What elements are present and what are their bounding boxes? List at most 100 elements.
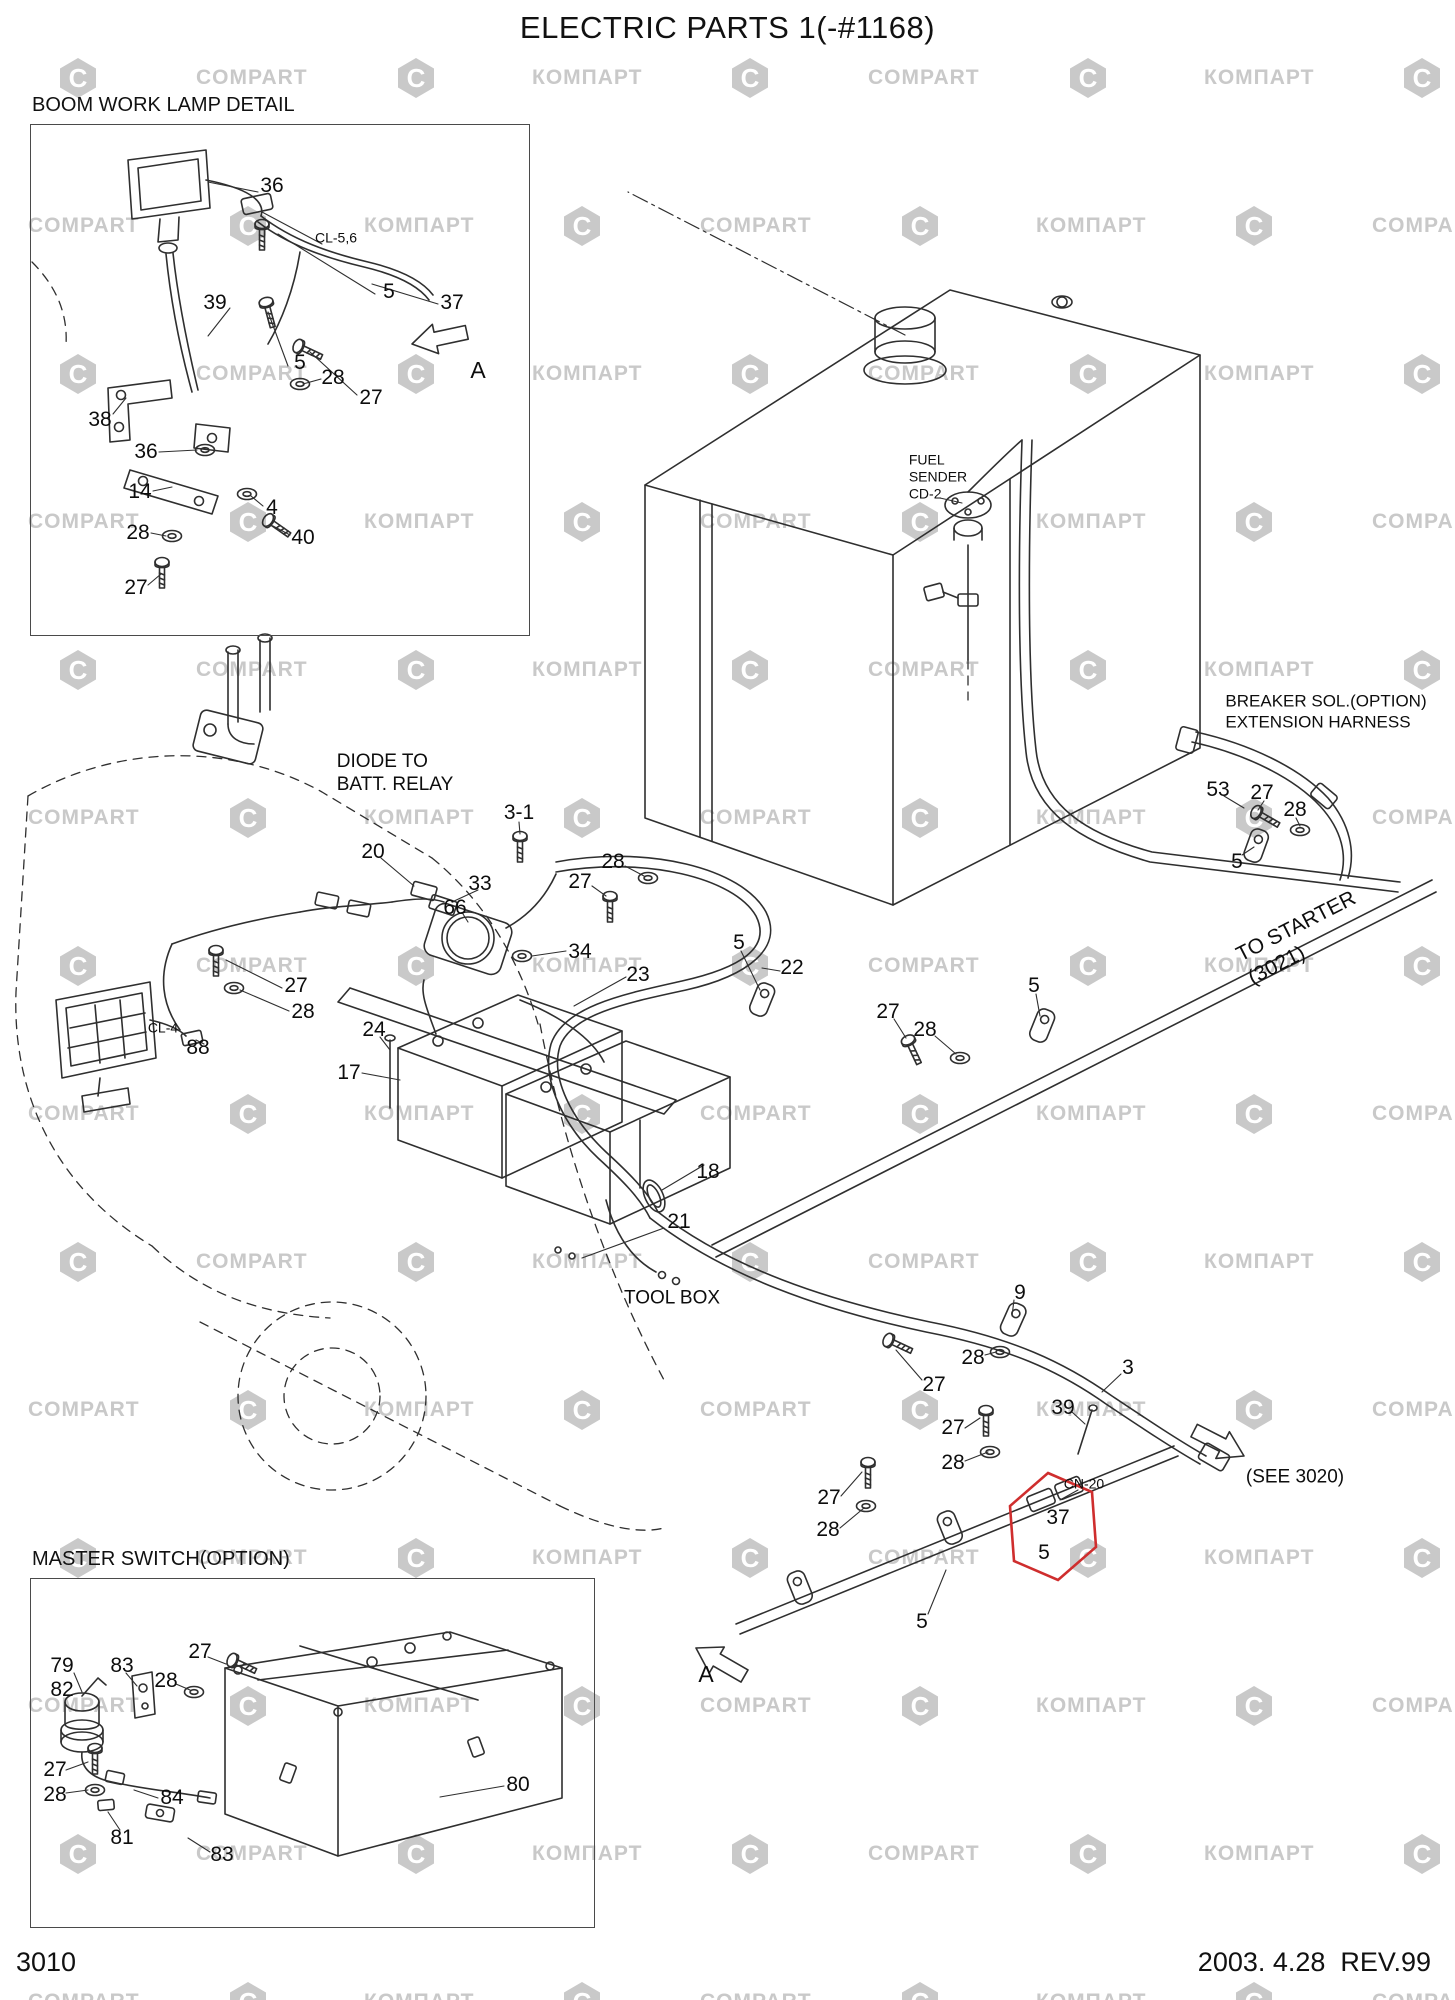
svg-text:C: C [406, 1839, 425, 1869]
watermark-word: КОМПАРТ [364, 1990, 474, 2000]
compart-hexagon-logo: C [60, 1538, 97, 1578]
watermark-word: КОМПАРТ [1204, 658, 1315, 681]
watermark-word: КОМПАРТ [364, 806, 475, 829]
compart-hexagon-logo: C [397, 1242, 434, 1282]
watermark: КОМПАРТ C [364, 796, 602, 840]
svg-text:C: C [573, 507, 592, 537]
compart-hexagon-logo: C [60, 1834, 97, 1874]
compart-hexagon-logo: C [564, 1094, 601, 1134]
watermark-word: КОМПАРТ [532, 1546, 643, 1569]
svg-text:C: C [741, 1839, 760, 1869]
watermark: КОМПАРТ C [532, 1832, 770, 1876]
leader-lines [65, 181, 1301, 1853]
watermark: COMPART C [196, 648, 436, 692]
svg-text:C: C [69, 63, 88, 93]
svg-text:C: C [238, 1395, 257, 1425]
compart-hexagon-logo: C [564, 1982, 601, 2000]
watermark-word: КОМПАРТ [364, 1398, 475, 1421]
svg-text:C: C [238, 1691, 257, 1721]
compart-hexagon-logo: C [1236, 502, 1273, 542]
watermark: COMPART C [868, 944, 1108, 988]
compart-hexagon-logo: C [564, 798, 601, 838]
svg-text:C: C [1245, 1987, 1264, 2000]
svg-text:C: C [741, 951, 760, 981]
svg-text:C: C [573, 1987, 592, 2000]
svg-text:C: C [1078, 1247, 1097, 1277]
svg-text:C: C [1245, 1099, 1264, 1129]
watermark-word: COMPART [700, 1102, 812, 1125]
compart-hexagon-logo: C [397, 1834, 434, 1874]
svg-text:C: C [69, 951, 88, 981]
svg-text:C: C [69, 359, 88, 389]
fuel-tank [627, 191, 1201, 906]
breaker-extension-harness [1175, 725, 1353, 881]
watermark-word: КОМПАРТ [1204, 1250, 1315, 1273]
watermark-word: COMPART [1372, 1694, 1455, 1717]
svg-text:C: C [1245, 507, 1264, 537]
svg-text:C: C [910, 1395, 929, 1425]
watermark-word: КОМПАРТ [364, 214, 475, 237]
watermark-word: COMPART [28, 214, 140, 237]
watermark-word: COMPART [1372, 806, 1455, 829]
watermark-word: КОМПАРТ [532, 1842, 643, 1865]
compart-hexagon-logo: C [1236, 1686, 1273, 1726]
watermark-word: COMPART [196, 66, 308, 89]
fuel-sender-unit [923, 439, 1023, 701]
watermark-word: COMPART [868, 66, 980, 89]
watermark-word: COMPART [196, 658, 308, 681]
compart-hexagon-logo: C [564, 1390, 601, 1430]
svg-text:C: C [910, 211, 929, 241]
svg-text:C: C [741, 1543, 760, 1573]
compart-hexagon-logo: C [901, 1390, 938, 1430]
watermark-word: COMPART [868, 954, 980, 977]
svg-text:C: C [1245, 1395, 1264, 1425]
svg-text:C: C [406, 63, 425, 93]
compart-hexagon-logo: C [1069, 650, 1106, 690]
watermark-word: КОМПАРТ [1204, 66, 1315, 89]
wiring-harness [547, 439, 1437, 1635]
watermark-word: COMPART [700, 806, 812, 829]
compart-hexagon-logo: C [397, 650, 434, 690]
svg-text:C: C [741, 63, 760, 93]
watermark-word: COMPART [700, 1990, 812, 2000]
highlight-hexagon [1008, 1471, 1098, 1582]
watermark-word: COMPART [700, 214, 812, 237]
compart-hexagon-logo: C [1236, 206, 1273, 246]
watermark-word: КОМПАРТ [532, 66, 643, 89]
svg-text:C: C [238, 1099, 257, 1129]
svg-text:C: C [1413, 63, 1432, 93]
watermark: COMPART C [700, 204, 940, 248]
svg-text:C: C [238, 507, 257, 537]
boom-lamp-drawing [31, 149, 434, 515]
boom-lamp-inset-title: BOOM WORK LAMP DETAIL [32, 94, 295, 116]
watermark-word: COMPART [196, 954, 308, 977]
compart-hexagon-logo: C [1069, 1834, 1106, 1874]
svg-text:C: C [910, 803, 929, 833]
compart-hexagon-logo: C [1069, 946, 1106, 986]
watermark-word: КОМПАРТ [532, 362, 643, 385]
svg-text:C: C [573, 1099, 592, 1129]
svg-text:C: C [741, 655, 760, 685]
compart-hexagon-logo: C [229, 502, 266, 542]
